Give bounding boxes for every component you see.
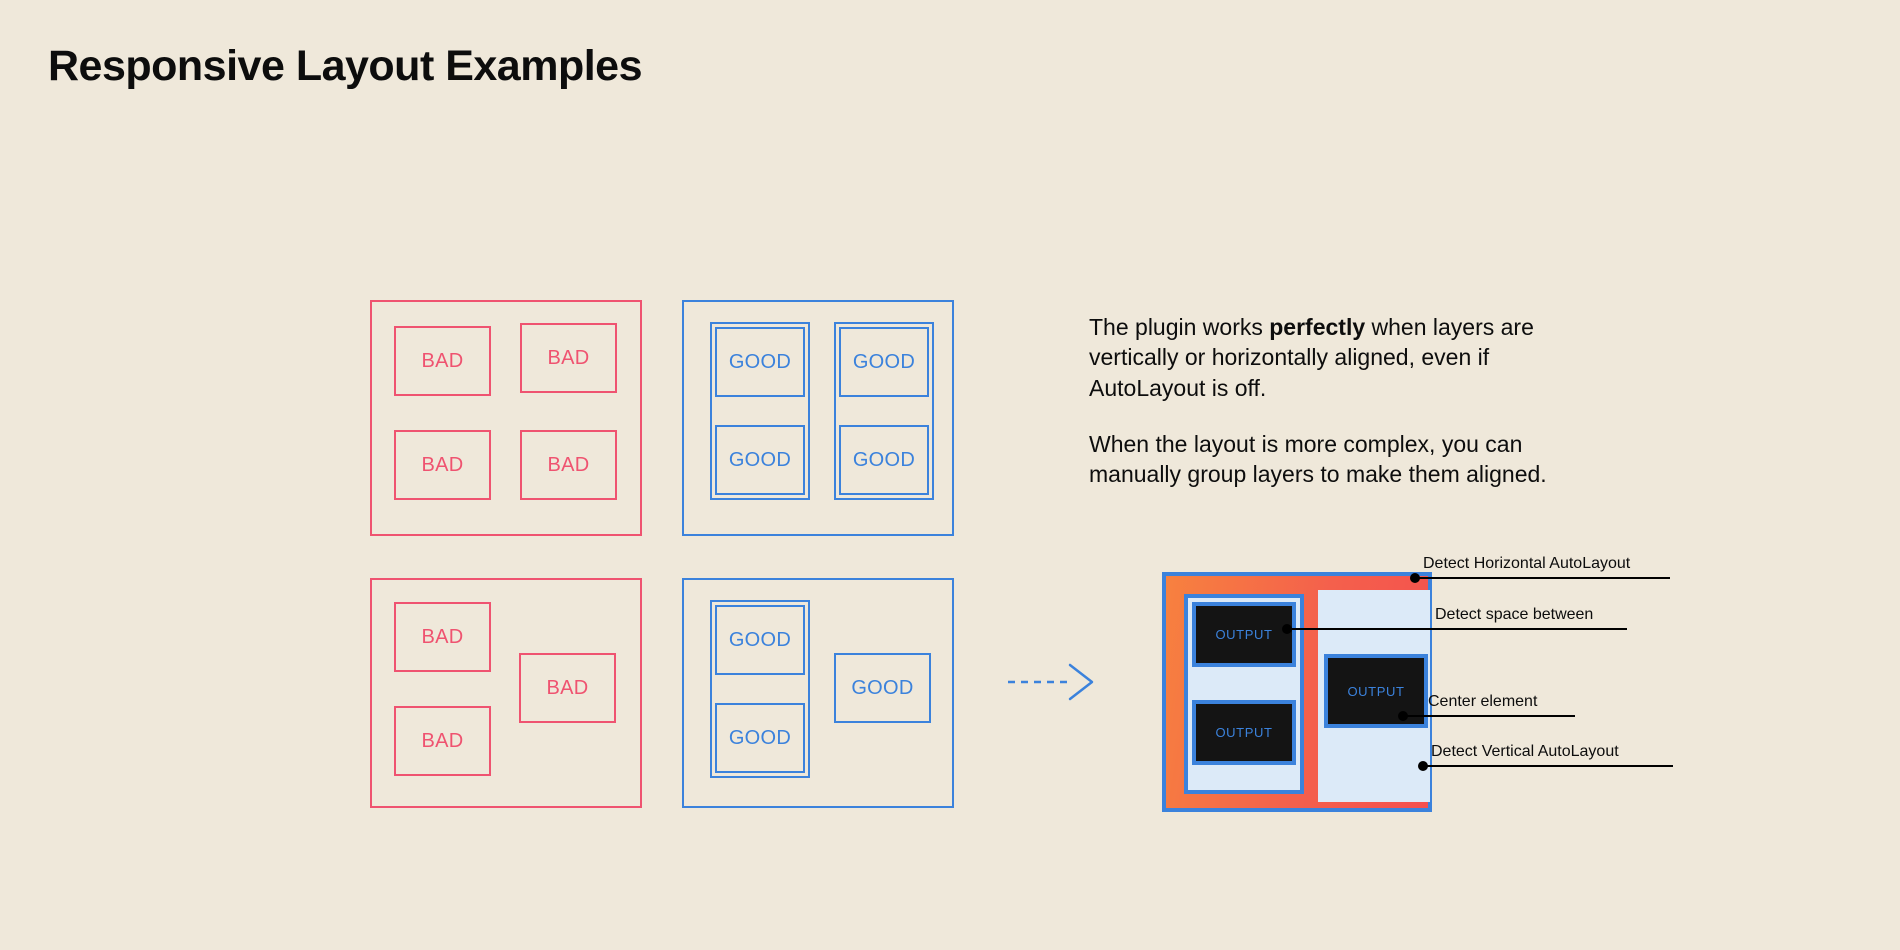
callout-dot: [1282, 624, 1292, 634]
description-p1-part1: The plugin works: [1089, 314, 1270, 340]
dashed-arrow-right-icon: [1008, 662, 1098, 702]
layer-box-bad: BAD: [520, 323, 617, 393]
callout-dot: [1398, 711, 1408, 721]
page-title: Responsive Layout Examples: [48, 42, 643, 90]
callout-center-element: Center element: [1398, 693, 1575, 721]
description-paragraph-1: The plugin works perfectly when layers a…: [1089, 312, 1549, 403]
description-p1-emphasis: perfectly: [1269, 314, 1366, 340]
mockup-output-box: OUTPUT: [1192, 700, 1296, 765]
layer-box-good: GOOD: [834, 653, 931, 723]
callout-detect-space-between: Detect space between: [1282, 606, 1627, 634]
mockup-output-box: OUTPUT: [1192, 602, 1296, 667]
example-panel-good-grid: GOOD GOOD GOOD GOOD: [682, 300, 954, 536]
autolayout-mockup-frame: OUTPUT OUTPUT OUTPUT: [1162, 572, 1432, 812]
callout-label: Detect Horizontal AutoLayout: [1423, 555, 1631, 572]
layer-box-good: GOOD: [715, 425, 805, 495]
layer-box-good: GOOD: [715, 327, 805, 397]
description-paragraph-2: When the layout is more complex, you can…: [1089, 431, 1547, 488]
layer-box-good: GOOD: [715, 703, 805, 773]
example-panel-bad-complex: BAD BAD BAD: [370, 578, 642, 808]
layer-box-bad: BAD: [394, 706, 491, 776]
callout-detect-horizontal-autolayout: Detect Horizontal AutoLayout: [1410, 555, 1670, 583]
example-panel-good-complex: GOOD GOOD GOOD: [682, 578, 954, 808]
layer-box-bad: BAD: [394, 602, 491, 672]
layer-box-bad: BAD: [519, 653, 616, 723]
description-p1-part2: when layers are vertically or horizontal…: [1089, 314, 1534, 401]
callout-label: Center element: [1428, 693, 1538, 710]
layer-box-good: GOOD: [839, 327, 929, 397]
callout-label: Detect Vertical AutoLayout: [1431, 743, 1619, 760]
layer-group-wrapper: [710, 600, 810, 778]
layer-box-bad: BAD: [394, 430, 491, 500]
mockup-output-box: OUTPUT: [1324, 654, 1428, 728]
layer-box-bad: BAD: [394, 326, 491, 396]
layer-box-good: GOOD: [715, 605, 805, 675]
callout-detect-vertical-autolayout: Detect Vertical AutoLayout: [1418, 743, 1673, 771]
description-text: The plugin works perfectly when layers a…: [1089, 312, 1549, 490]
callout-label: Detect space between: [1435, 606, 1594, 623]
layer-group-wrapper: [834, 322, 934, 500]
callout-dot: [1418, 761, 1428, 771]
layer-box-good: GOOD: [839, 425, 929, 495]
layer-box-bad: BAD: [520, 430, 617, 500]
example-panel-bad-grid: BAD BAD BAD BAD: [370, 300, 642, 536]
layer-group-wrapper: [710, 322, 810, 500]
callout-dot: [1410, 573, 1420, 583]
